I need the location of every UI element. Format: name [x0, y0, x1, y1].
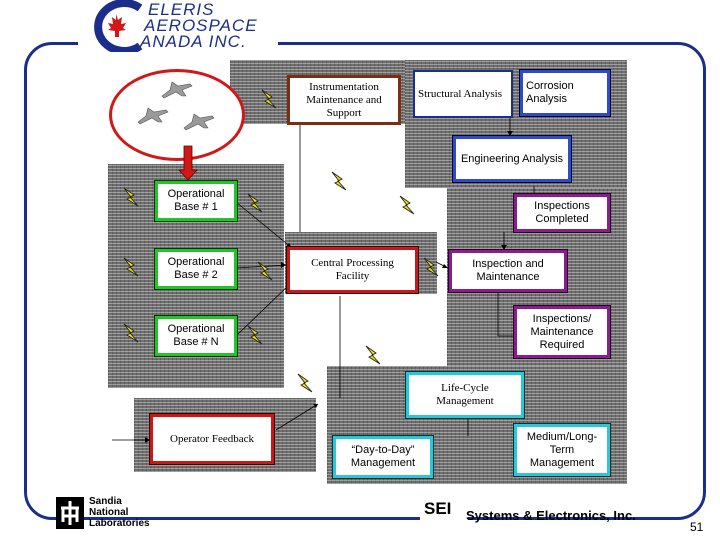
sei-logo-block: SEI — [420, 496, 468, 530]
lightning-bolt-icon — [247, 193, 263, 213]
inspections-completed-box: Inspections Completed — [514, 194, 610, 232]
slide-frame — [24, 42, 706, 520]
logo-line-3: ANADA INC. — [140, 32, 247, 51]
sei-text: SEI — [424, 499, 452, 518]
page-number: 51 — [690, 520, 704, 534]
life-cycle-management-box: Life-Cycle Management — [406, 372, 524, 418]
operational-base-n-box: Operational Base # N — [155, 316, 237, 356]
aircraft-fleet-circle — [109, 69, 245, 161]
lightning-bolt-icon — [365, 345, 381, 365]
lightning-bolt-icon — [123, 187, 139, 207]
inspections-required-box: Inspections/ Maintenance Required — [514, 306, 610, 358]
structural-analysis-box: Structural Analysis — [413, 70, 513, 118]
maple-leaf-icon — [108, 14, 126, 37]
logo-line-1: ELERIS — [148, 0, 215, 19]
sandia-line-3: Laboratories — [89, 518, 150, 529]
central-processing-box: Central Processing Facility — [287, 247, 418, 293]
logo-line-2: AEROSPACE — [144, 16, 258, 35]
day-to-day-management-box: “Day-to-Day” Management — [333, 436, 433, 478]
jet-aircraft-icon — [137, 81, 215, 131]
operational-base-2-box: Operational Base # 2 — [155, 249, 237, 289]
corrosion-analysis-box: Corrosion Analysis — [520, 70, 610, 116]
lightning-bolt-icon — [331, 171, 347, 191]
logo-c-emblem — [94, 0, 143, 52]
lightning-bolt-icon — [399, 195, 415, 215]
inspection-maintenance-box: Inspection and Maintenance — [449, 250, 567, 292]
lightning-bolt-icon — [247, 325, 263, 345]
sandia-logo: Sandia National Laboratories — [55, 496, 150, 532]
company-logo: ELERIS AEROSPACE ANADA INC. — [78, 0, 278, 52]
engineering-analysis-box: Engineering Analysis — [453, 136, 571, 182]
operational-base-1-box: Operational Base # 1 — [155, 181, 237, 221]
sandia-line-2: National — [89, 507, 129, 518]
instrumentation-box: Instrumentation Maintenance and Support — [287, 75, 401, 125]
lightning-bolt-icon — [297, 373, 313, 393]
lightning-bolt-icon — [261, 89, 277, 109]
sandia-thunderbird-icon — [56, 497, 84, 529]
medium-long-term-box: Medium/Long-Term Management — [514, 424, 610, 476]
lightning-bolt-icon — [123, 257, 139, 277]
lightning-bolt-icon — [423, 257, 439, 277]
operator-feedback-box: Operator Feedback — [150, 414, 274, 464]
lightning-bolt-icon — [257, 261, 273, 281]
company-name: Systems & Electronics, Inc. — [466, 508, 636, 523]
lightning-bolt-icon — [123, 323, 139, 343]
sandia-line-1: Sandia — [89, 496, 122, 507]
red-down-arrow — [178, 145, 198, 181]
